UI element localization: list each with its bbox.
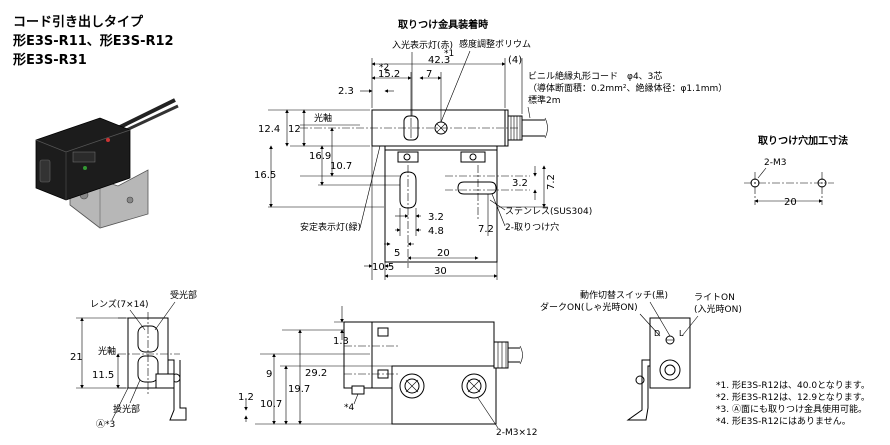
cable-line-1: ビニル絶縁丸形コード φ4、3芯 (528, 70, 662, 82)
note-3: *3. Ⓐ面にも取りつけ金具使用可能。 (716, 403, 867, 415)
label-optical-axis-front: 光軸 (98, 345, 116, 357)
dim-3-2-b: 3.2 (428, 212, 444, 223)
dim-5: 5 (394, 248, 400, 259)
dim-15-2: 15.2 (378, 69, 400, 80)
label-dark-on: ダークON(しゃ光時ON) (540, 301, 638, 313)
dim-20: 20 (437, 248, 450, 259)
dim-7: 7 (426, 69, 432, 80)
letter-d: D (654, 329, 660, 338)
note-1: *1. 形E3S-R12は、40.0となります。 (716, 379, 870, 391)
dim-7-2-right: 7.2 (546, 174, 557, 190)
top-view-heading: 取りつけ金具装着時 (398, 18, 488, 31)
dim-2-3: 2.3 (338, 86, 354, 97)
label-stainless: ステンレス(SUS304) (505, 206, 592, 217)
rear-cable-exit (659, 359, 681, 381)
dim-21: 21 (70, 352, 83, 363)
title-line-1: コード引き出しタイプ (13, 14, 144, 30)
note-4: *4. 形E3S-R12にはありません。 (716, 415, 851, 427)
dim-42-3: 42.3 (428, 55, 450, 66)
cable-line-3: 標準2m (528, 94, 561, 106)
label-sensitivity: 感度調整ボリウム (459, 38, 531, 50)
mount-hole-view: 取りつけ穴加工寸法 2-M3 20 (744, 134, 848, 208)
label-a3: Ⓐ*3 (96, 419, 115, 430)
dim-10-7: 10.7 (330, 161, 352, 172)
mount-hole-heading: 取りつけ穴加工寸法 (758, 134, 848, 147)
cable-line-2: （導体断面積：0.2mm²、絶縁体径：φ1.1mm） (528, 82, 727, 94)
note-2: *2. 形E3S-R12は、12.9となります。 (716, 391, 870, 403)
side-view: 1.3 9 29.2 19.7 1.2 10.7 *4 2-M3×12 (238, 306, 537, 438)
dim-12: 12 (288, 124, 301, 135)
title-line-2: 形E3S-R11、形E3S-R12 (13, 34, 174, 49)
dim-4: (4) (508, 55, 522, 66)
dim-12-4: 12.4 (258, 124, 280, 135)
label-light-on-sub: (入光時ON) (694, 303, 742, 315)
label-receiver: 受光部 (170, 289, 197, 301)
dim-10-7-side: 10.7 (260, 399, 282, 410)
dim-19-7: 19.7 (288, 384, 310, 395)
mount-bracket (384, 146, 498, 263)
letter-l: L (679, 329, 684, 338)
label-star4: *4 (344, 403, 355, 413)
label-light-on: ライトON (694, 292, 735, 303)
side-bracket (391, 365, 497, 425)
dim-11-5: 11.5 (92, 370, 114, 381)
label-lens: レンズ(7×14) (90, 298, 149, 310)
dim-7-2-b: 7.2 (478, 224, 494, 235)
dim-16-9: 16.9 (309, 151, 331, 162)
rear-view: D L 動作切替スイッチ(黒) ダークON(しゃ光時ON) ライトON (入光時… (540, 289, 742, 421)
label-switch: 動作切替スイッチ(黒) (580, 289, 668, 301)
label-star1: *1 (444, 49, 454, 59)
title-line-3: 形E3S-R31 (13, 53, 87, 68)
label-stability: 安定表示灯(緑) (300, 221, 361, 233)
dim-10-5: 10.5 (372, 262, 394, 273)
dim-1-2: 1.2 (238, 392, 254, 403)
label-light-indicator: 入光表示灯(赤) (392, 39, 453, 51)
rear-body (649, 317, 691, 389)
dim-30: 30 (434, 266, 447, 277)
dim-16-5: 16.5 (254, 170, 276, 181)
dim-4-8: 4.8 (428, 226, 444, 237)
dim-1-3: 1.3 (333, 336, 349, 347)
mount-hole-m3: 2-M3 (764, 158, 786, 168)
label-star2: *2 (379, 63, 389, 73)
label-mount-holes: 2-取りつけ穴 (505, 221, 559, 233)
dim-9: 9 (266, 369, 272, 380)
mount-hole-dim-20: 20 (784, 197, 797, 208)
label-emitter: 投光部 (113, 403, 140, 415)
notes: *1. 形E3S-R12は、40.0となります。 *2. 形E3S-R12は、1… (716, 379, 870, 427)
top-view: 取りつけ金具装着時 (254, 18, 727, 280)
front-view: 21 11.5 光軸 レンズ(7×14) 受光部 投光部 Ⓐ*3 (70, 289, 197, 430)
product-photo (35, 98, 179, 229)
label-m3x12: 2-M3×12 (496, 428, 537, 438)
dim-3-2-right: 3.2 (512, 178, 528, 189)
dim-29-2: 29.2 (305, 368, 327, 379)
label-optical-axis-top: 光軸 (314, 112, 332, 124)
title-block: コード引き出しタイプ 形E3S-R11、形E3S-R12 形E3S-R31 (13, 14, 174, 68)
